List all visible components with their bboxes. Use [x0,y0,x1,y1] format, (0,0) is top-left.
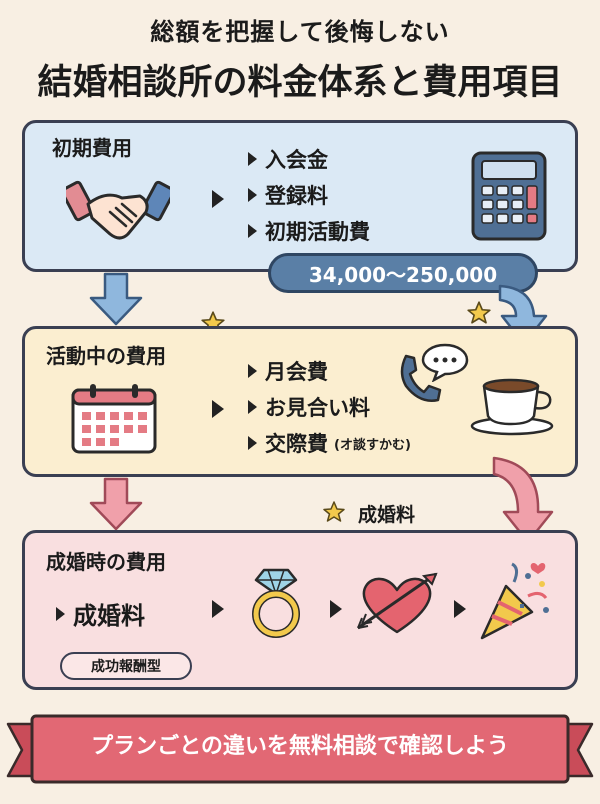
item-label: 月会費 [265,360,328,384]
cost-range-badge: 34,000〜250,000 [268,253,538,293]
subtitle: 総額を把握して後悔しない [150,18,450,46]
phone-icon [400,354,442,402]
coffee-cup-icon [470,378,554,436]
star-icon [467,301,491,324]
banner-ribbon [6,714,594,784]
bullet-icon [248,152,257,166]
item-label: 初期活動費 [265,220,370,244]
arrow-down-icon [89,272,143,326]
list-item: 成婚料 [56,596,145,631]
party-popper-icon [480,562,549,640]
cta-banner-text: プランごとの違いを無料相談で確認しよう [91,734,509,759]
marriage-cost-title: 成婚時の費用 [46,550,166,574]
heart-arrow-icon [357,572,438,634]
chat-bubble-icon [421,343,469,382]
success-fee-badge: 成功報酬型 [60,652,192,680]
arrow-down-icon [492,456,554,544]
star-icon [323,501,345,522]
item-label: 成婚料 [73,602,145,630]
list-item: 交際費 (オ談すかむ) [248,428,411,458]
calendar-icon [71,384,157,454]
list-item: お見合い料 [248,392,370,422]
bullet-icon [248,188,257,202]
flow-arrow-2 [212,400,224,418]
arrow-down-icon [89,477,143,531]
list-item: 月会費 [248,356,328,386]
bullet-icon [56,606,65,621]
bullet-icon [248,224,257,238]
item-label: 入会金 [265,148,328,172]
bullet-icon [248,436,257,450]
flow-arrow-3 [212,600,224,618]
item-label: 登録料 [265,184,328,208]
bullet-icon [248,364,257,378]
flow-arrow-5 [454,600,466,618]
active-cost-title: 活動中の費用 [46,344,166,368]
calculator-icon [471,151,547,241]
list-item: 入会金 [248,144,328,174]
initial-cost-title: 初期費用 [52,136,132,160]
handshake-icon [66,180,170,240]
item-note: (オ談すかむ) [334,437,411,453]
flow-arrow-1 [212,190,224,208]
page-title: 結婚相談所の料金体系と費用項目 [37,63,563,103]
marriage-fee-label: 成婚料 [358,504,416,526]
item-label: 交際費 [265,432,328,456]
item-label: お見合い料 [265,396,370,420]
list-item: 初期活動費 [248,216,370,246]
bullet-icon [248,400,257,414]
list-item: 登録料 [248,180,328,210]
flow-arrow-4 [330,600,342,618]
ring-icon [252,568,300,638]
